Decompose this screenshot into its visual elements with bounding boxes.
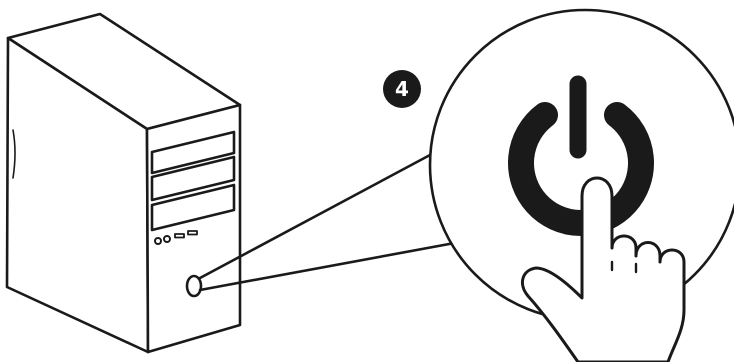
tower-side-handle	[12, 129, 16, 179]
callout-line-upper	[198, 153, 432, 280]
desktop-tower-icon	[5, 12, 242, 354]
audio-port-2	[163, 235, 171, 243]
step-number: 4	[395, 77, 409, 101]
tower-power-button	[185, 274, 203, 298]
usb-port-2	[187, 230, 198, 236]
drive-bay-2	[150, 155, 236, 202]
callout-line-lower	[198, 240, 462, 292]
audio-port-1	[154, 237, 162, 245]
hand-outline	[520, 176, 686, 362]
usb-port-1	[174, 233, 185, 239]
drive-bay-1	[150, 130, 236, 175]
step-badge-circle	[383, 70, 421, 108]
step-badge: 4	[383, 70, 421, 108]
zoom-callout-lines	[198, 153, 462, 292]
drive-bay-3	[150, 183, 236, 232]
pointing-hand-icon	[520, 176, 686, 362]
